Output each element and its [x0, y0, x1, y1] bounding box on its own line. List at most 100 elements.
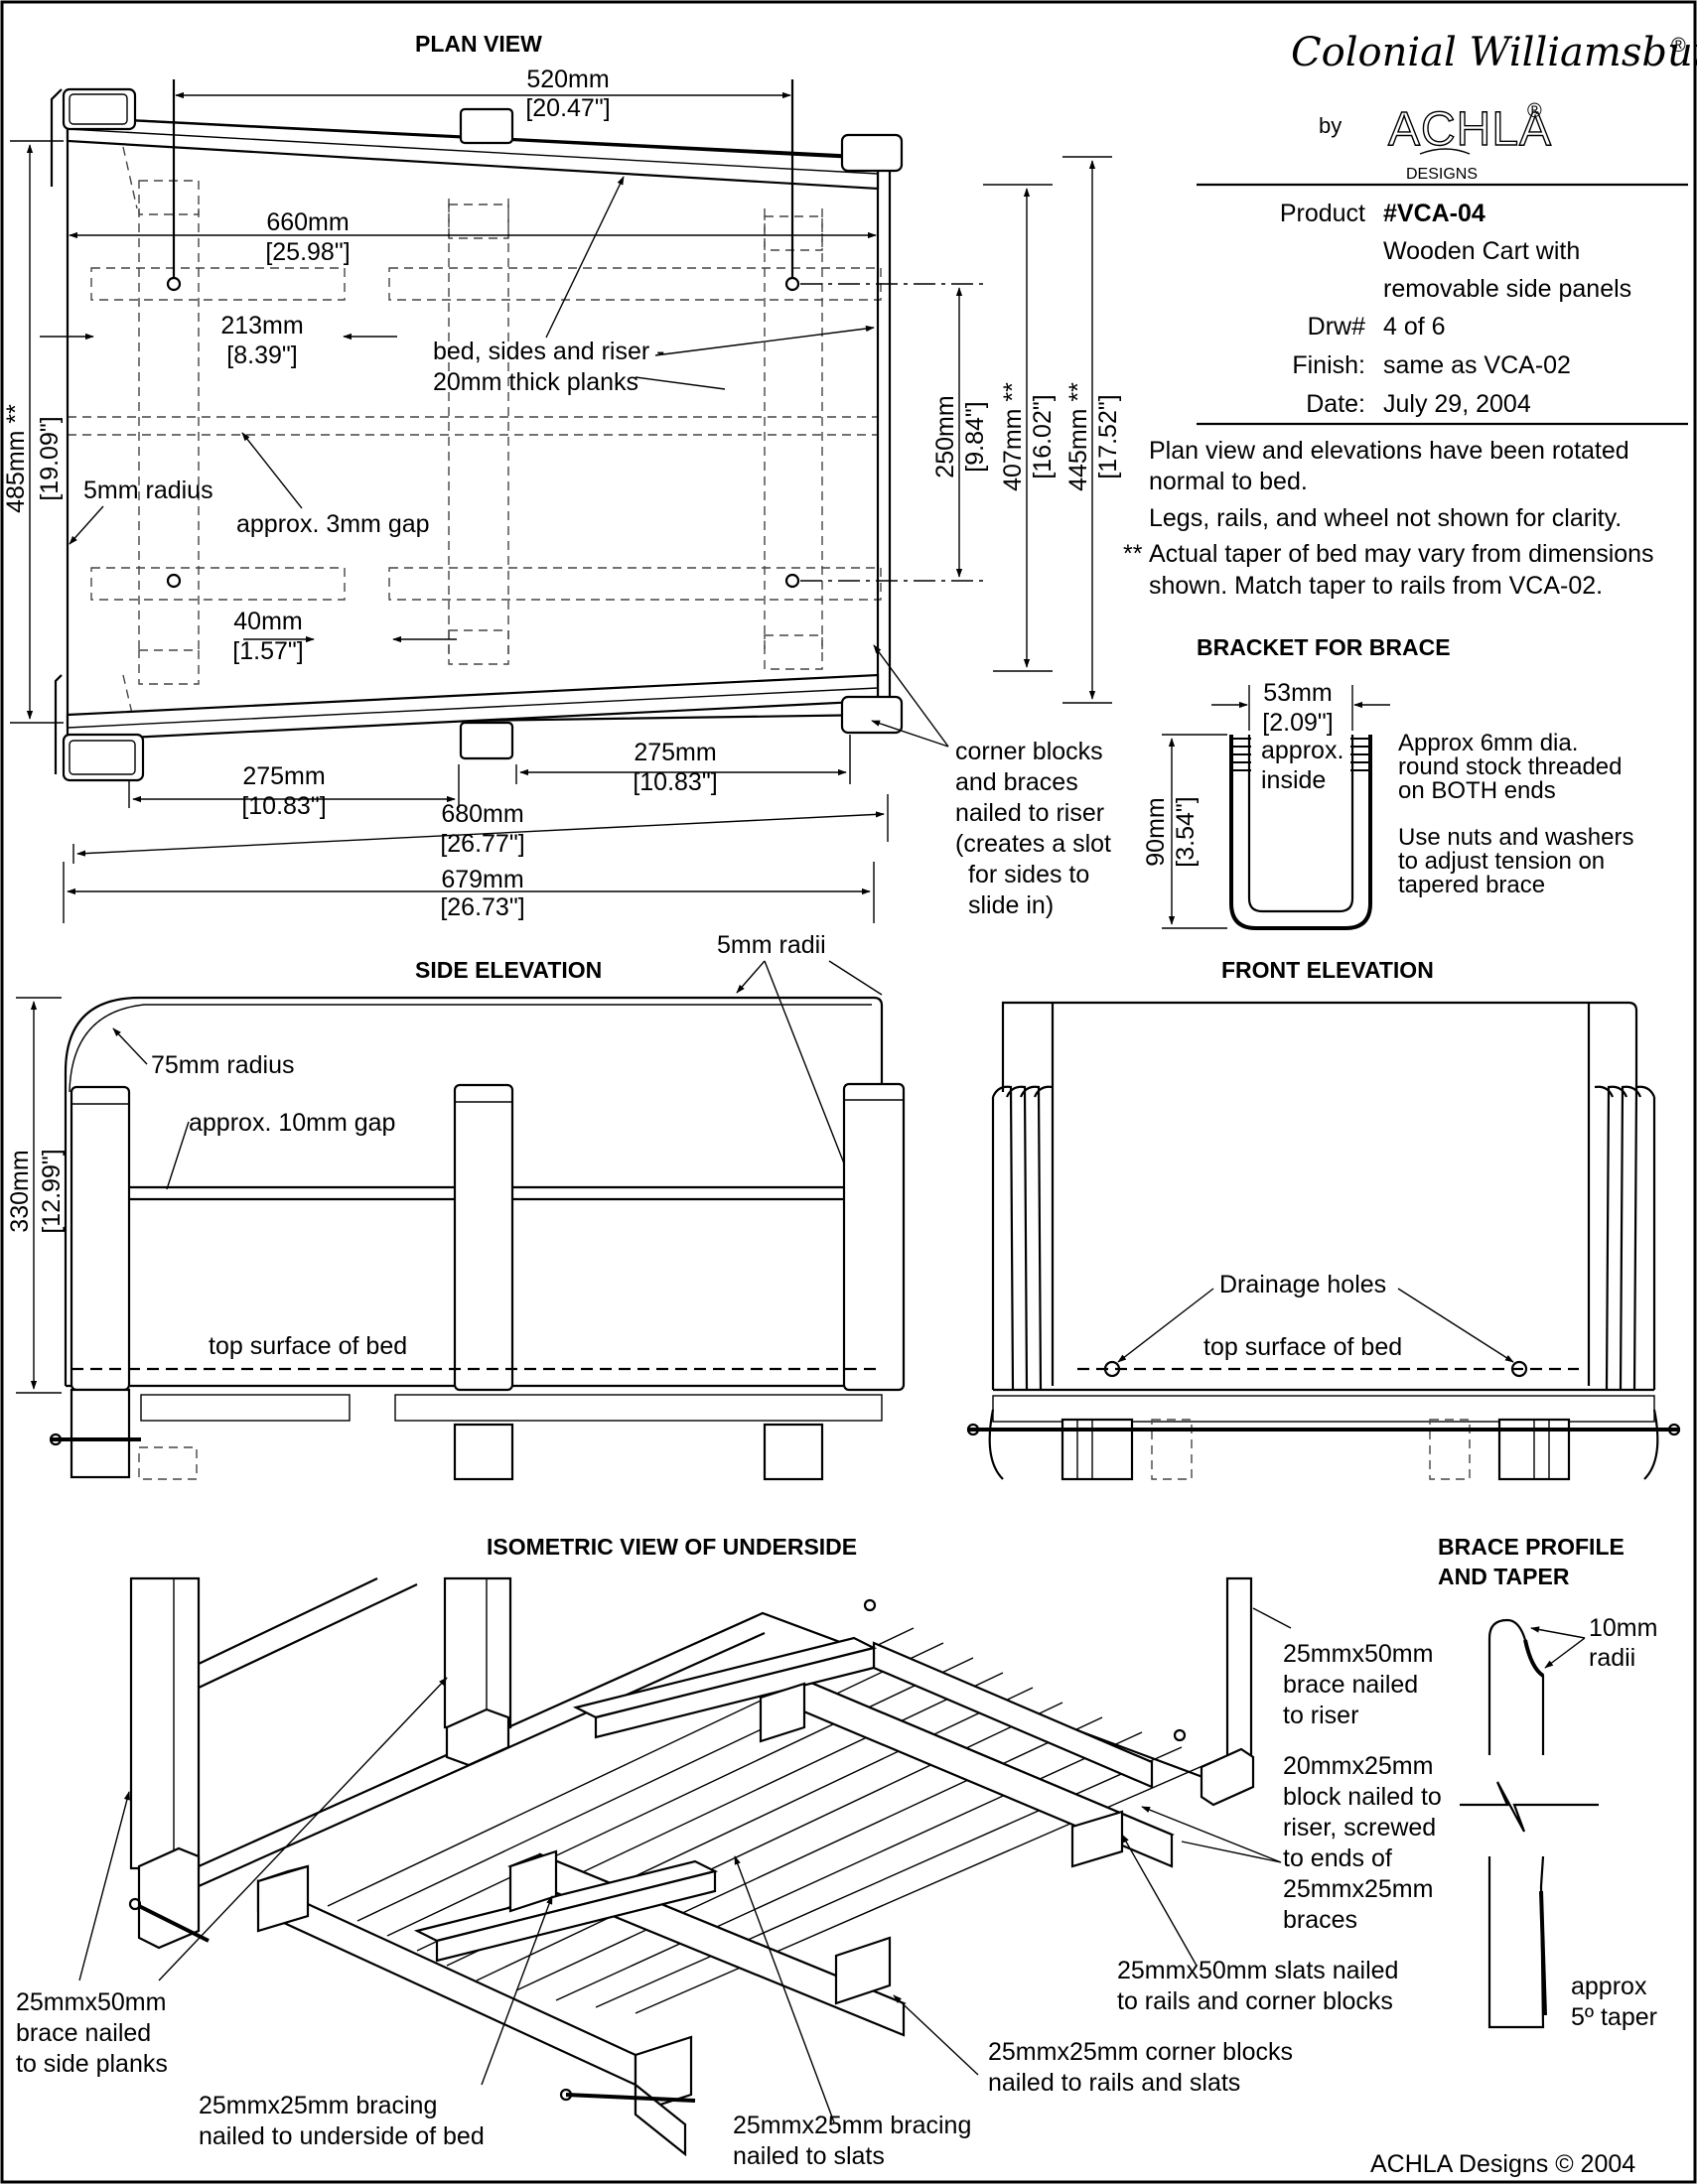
dim-679-in: [26.73"] [440, 893, 524, 921]
bracket-note-4: Use nuts and washers [1398, 824, 1633, 851]
note-planks-2: 20mm thick planks [433, 368, 638, 396]
note-legs: Legs, rails, and wheel not shown for cla… [1149, 504, 1622, 532]
brace-profile-title-2: AND TAPER [1438, 1564, 1570, 1589]
plan-bed-outline [67, 115, 880, 729]
finish-value: same as VCA-02 [1383, 351, 1571, 379]
side-upright [70, 1085, 131, 1392]
note-corner-5: for sides to [968, 861, 1089, 888]
product-description-1: Wooden Cart with [1383, 237, 1580, 265]
note-5mm-radius: 5mm radius [83, 477, 213, 504]
iso-note-block-6: braces [1283, 1906, 1357, 1934]
brace-profile-bottom [1487, 1855, 1545, 2029]
drainage-hole [166, 573, 182, 589]
isometric-title: ISOMETRIC VIEW OF UNDERSIDE [487, 1534, 857, 1560]
dim-250-in: [9.84"] [961, 401, 989, 472]
side-panel-outline [64, 996, 884, 1386]
front-outline [1001, 1001, 1638, 1092]
iso-note-bracing-slats-1: 25mmx25mm bracing [733, 2112, 971, 2139]
dim-485-in: [19.09"] [36, 416, 64, 500]
product-value: #VCA-04 [1383, 200, 1485, 227]
bracket-title: BRACKET FOR BRACE [1197, 634, 1451, 660]
note-taper-marker: ** [1123, 540, 1143, 568]
note-corner-2: and braces [955, 768, 1078, 796]
iso-corner-block [445, 1707, 510, 1767]
plan-view: PLAN VIEW [2, 31, 1122, 923]
side-elevation-title: SIDE ELEVATION [415, 957, 602, 983]
bracket-note-5: to adjust tension on [1398, 848, 1605, 875]
bracket-note-3: on BOTH ends [1398, 777, 1556, 804]
bracket-detail: BRACKET FOR BRACE 53mm [2.09"] approx. i… [1142, 634, 1633, 930]
note-rotated-1: Plan view and elevations have been rotat… [1149, 437, 1629, 465]
iso-upright [129, 1576, 201, 1870]
iso-note-brace-riser-1: 25mmx50mm [1283, 1640, 1433, 1668]
iso-corner-block [1200, 1747, 1255, 1807]
dim-275-right: 275mm [634, 739, 716, 766]
iso-note-block-5: 25mmx25mm [1283, 1875, 1433, 1903]
side-elevation: SIDE ELEVATION top surface of bed 330 [6, 931, 906, 1481]
maker-registered-mark: ® [1527, 100, 1542, 122]
iso-note-block-4: to ends of [1283, 1844, 1392, 1872]
plan-view-title: PLAN VIEW [415, 31, 542, 57]
plan-riser-block [459, 107, 514, 145]
iso-note-brace-side-2: brace nailed [16, 2019, 151, 2047]
iso-end-block [508, 1849, 558, 1913]
note-corner-6: slide in) [968, 891, 1054, 919]
side-upright [453, 1083, 514, 1392]
maker-sub: DESIGNS [1406, 166, 1478, 183]
brand-logo: Colonial Williamsburg [1291, 30, 1697, 75]
iso-upright [1225, 1576, 1253, 1779]
dim-485: 485mm ** [2, 404, 30, 513]
iso-note-block-1: 20mmx25mm [1283, 1752, 1433, 1780]
dim-275-left-in: [10.83"] [241, 792, 326, 820]
note-10mm-gap: approx. 10mm gap [189, 1109, 395, 1137]
plan-corner-block [840, 695, 904, 735]
date-value: July 29, 2004 [1383, 390, 1531, 418]
by-label: by [1319, 113, 1342, 138]
dim-679: 679mm [441, 866, 523, 893]
note-rotated-2: normal to bed. [1149, 468, 1308, 495]
drainage-hole [784, 573, 800, 589]
dim-660-in: [25.98"] [265, 238, 350, 266]
bracket-note-2: round stock threaded [1398, 753, 1622, 780]
brace-note-radii-2: radii [1589, 1644, 1635, 1672]
note-corner-1: corner blocks [955, 738, 1103, 765]
dim-445-in: [17.52"] [1094, 394, 1122, 478]
iso-note-bracing-slats-2: nailed to slats [733, 2142, 885, 2170]
iso-side-plank [198, 1577, 378, 1665]
front-elevation: FRONT ELEVATION top surface of bed Drain… [966, 957, 1681, 1481]
dim-330-in: [12.99"] [38, 1149, 66, 1233]
product-label: Product [1280, 200, 1365, 227]
brace-profile-title-1: BRACE PROFILE [1438, 1534, 1625, 1560]
iso-note-corner-1: 25mmx25mm corner blocks [988, 2038, 1293, 2066]
note-3mm-gap: approx. 3mm gap [236, 510, 430, 538]
dim-213-in: [8.39"] [226, 341, 297, 369]
note-taper-1: Actual taper of bed may vary from dimens… [1149, 540, 1654, 568]
note-corner-3: nailed to riser [955, 799, 1104, 827]
plan-corner-block [840, 133, 904, 173]
note-corner-4: (creates a slot [955, 830, 1111, 858]
drawing-label: Drw# [1308, 313, 1365, 341]
bracket-u-shape [1229, 735, 1372, 930]
bracket-dim-90: 90mm [1142, 797, 1170, 866]
dim-680-line [76, 811, 885, 857]
iso-note-brace-riser-2: brace nailed [1283, 1671, 1418, 1699]
bracket-approx: approx. [1261, 737, 1343, 764]
dim-680: 680mm [441, 800, 523, 828]
drawing-value: 4 of 6 [1383, 313, 1446, 341]
bracket-note-6: tapered brace [1398, 872, 1545, 898]
note-75mm-radius: 75mm radius [151, 1051, 295, 1079]
iso-end-block [759, 1682, 806, 1743]
iso-corner-block [137, 1846, 201, 1950]
drainage-hole [166, 276, 182, 292]
iso-note-brace-side-3: to side planks [16, 2050, 168, 2078]
iso-note-brace-side-1: 25mmx50mm [16, 1988, 166, 2016]
brace-profile: BRACE PROFILE AND TAPER 10mm radii appro… [1438, 1534, 1657, 2031]
brace-break-line [1460, 1781, 1599, 1833]
brace-note-radii-1: 10mm [1589, 1614, 1657, 1642]
bracket-inside: inside [1261, 766, 1326, 794]
dim-275-left: 275mm [242, 762, 325, 790]
dim-680-in: [26.77"] [440, 830, 524, 858]
side-top-surface-label: top surface of bed [209, 1332, 407, 1360]
